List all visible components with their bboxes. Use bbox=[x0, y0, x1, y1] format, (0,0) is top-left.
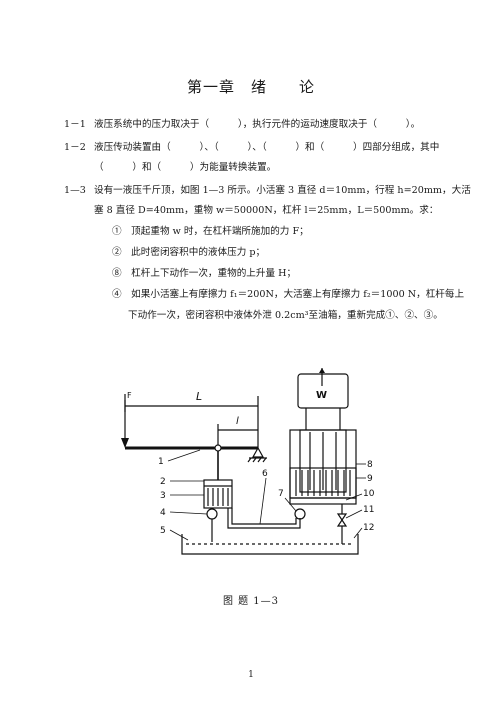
label-7: 7 bbox=[278, 489, 284, 499]
load-weight bbox=[297, 373, 349, 409]
question-number-1-1: 1－1 bbox=[64, 119, 86, 130]
question-text-1-2-line2: （ ）和（ ）为能量转换装置。 bbox=[94, 162, 277, 173]
label-9: 9 bbox=[367, 474, 373, 484]
oil-reservoir bbox=[181, 534, 359, 555]
sub-question-2: ② 此时密闭容积中的液体压力 p； bbox=[112, 247, 266, 258]
label-2: 2 bbox=[160, 477, 166, 487]
label-4: 4 bbox=[160, 508, 166, 518]
page-number: 1 bbox=[248, 670, 254, 680]
force-arrowhead bbox=[121, 438, 129, 448]
label-F: F bbox=[127, 391, 132, 400]
lever-pin bbox=[214, 444, 222, 452]
fulcrum bbox=[251, 446, 265, 458]
label-11: 11 bbox=[363, 505, 374, 515]
label-10: 10 bbox=[363, 489, 375, 499]
large-piston bbox=[299, 429, 347, 493]
question-text-1-3-line2: 塞 8 直径 D=40mm，重物 w＝50000N，杠杆 l＝25mm，L＝50… bbox=[94, 205, 439, 216]
label-5: 5 bbox=[160, 526, 166, 536]
figure-caption: 图 题 1—3 bbox=[222, 596, 280, 607]
question-text-1-1: 液压系统中的压力取决于（ ），执行元件的运动速度取决于（ ）。 bbox=[94, 119, 421, 130]
label-6: 6 bbox=[262, 469, 268, 479]
question-text-1-2-line1: 液压传动装置由（ ）、（ ）、（ ）和（ ）四部分组成，其中 bbox=[94, 142, 440, 153]
chapter-title: 第一章 绪 论 bbox=[186, 78, 315, 96]
question-number-1-2: 1－2 bbox=[64, 142, 86, 153]
label-l: l bbox=[236, 416, 239, 427]
sub-question-4-cont: 下动作一次，密闭容积中液体外泄 0.2cm³至油箱，重新完成①、②、③。 bbox=[128, 310, 443, 321]
question-number-1-3: 1—3 bbox=[64, 185, 86, 196]
pipe-6 bbox=[227, 508, 301, 529]
release-valve bbox=[336, 513, 348, 522]
label-L: L bbox=[196, 390, 202, 403]
sub-question-3: ⑧ 杠杆上下动作一次，重物的上升量 H； bbox=[112, 268, 297, 279]
question-text-1-3-line1: 设有一液压千斤顶，如图 1—3 所示。小活塞 3 直径 d＝10mm，行程 h=… bbox=[94, 185, 471, 196]
check-valve-4 bbox=[206, 508, 218, 520]
sub-question-1: ① 顶起重物 w 时，在杠杆端所施加的力 F； bbox=[112, 226, 309, 237]
hydraulic-jack-diagram: F L l W bbox=[121, 368, 375, 555]
small-cylinder bbox=[203, 479, 233, 509]
label-W: W bbox=[316, 390, 327, 401]
label-1: 1 bbox=[158, 457, 164, 467]
label-3: 3 bbox=[160, 491, 166, 501]
label-12: 12 bbox=[363, 523, 374, 533]
label-8: 8 bbox=[367, 460, 373, 470]
sub-question-4: ④ 如果小活塞上有摩擦力 f₁＝200N，大活塞上有摩擦力 f₂＝1000 N，… bbox=[112, 289, 465, 300]
check-valve-7 bbox=[294, 508, 306, 520]
